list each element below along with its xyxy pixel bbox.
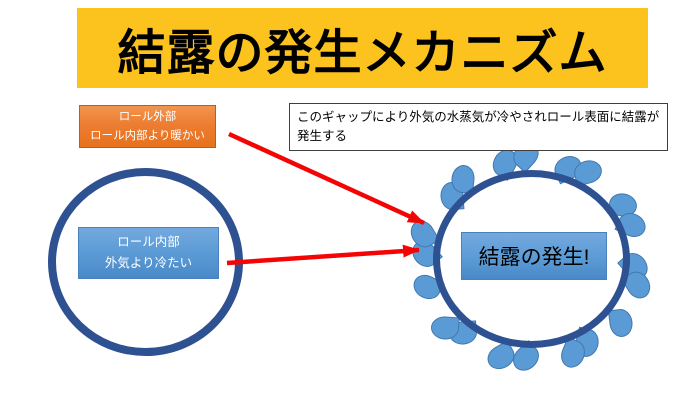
annotation-box: このギャップにより外気の水蒸気が冷やされロール表面に結露が 発生する [289, 103, 668, 151]
page-title: 結露の発生メカニズム [117, 27, 608, 80]
roll-outside-box: ロール外部 ロール内部より暖かい [79, 105, 216, 148]
condensation-label: 結露の発生! [478, 246, 590, 269]
roll-inside-line2: 外気より冷たい [104, 256, 193, 270]
arrow-inside-to-roll [226, 244, 420, 266]
condensation-circle [433, 170, 630, 348]
roll-outside-line2: ロール内部より暖かい [90, 129, 205, 142]
title-banner: 結露の発生メカニズム [77, 8, 648, 88]
roll-inside-line1: ロール内部 [117, 234, 180, 249]
roll-inside-box: ロール内部 外気より冷たい [78, 227, 219, 279]
annotation-line1: このギャップにより外気の水蒸気が冷やされロール表面に結露が [297, 110, 660, 124]
roll-outside-line1: ロール外部 [118, 111, 177, 124]
water-droplet-icon [607, 307, 634, 339]
condensation-box: 結露の発生! [461, 232, 607, 280]
annotation-line2: 発生する [297, 129, 348, 143]
